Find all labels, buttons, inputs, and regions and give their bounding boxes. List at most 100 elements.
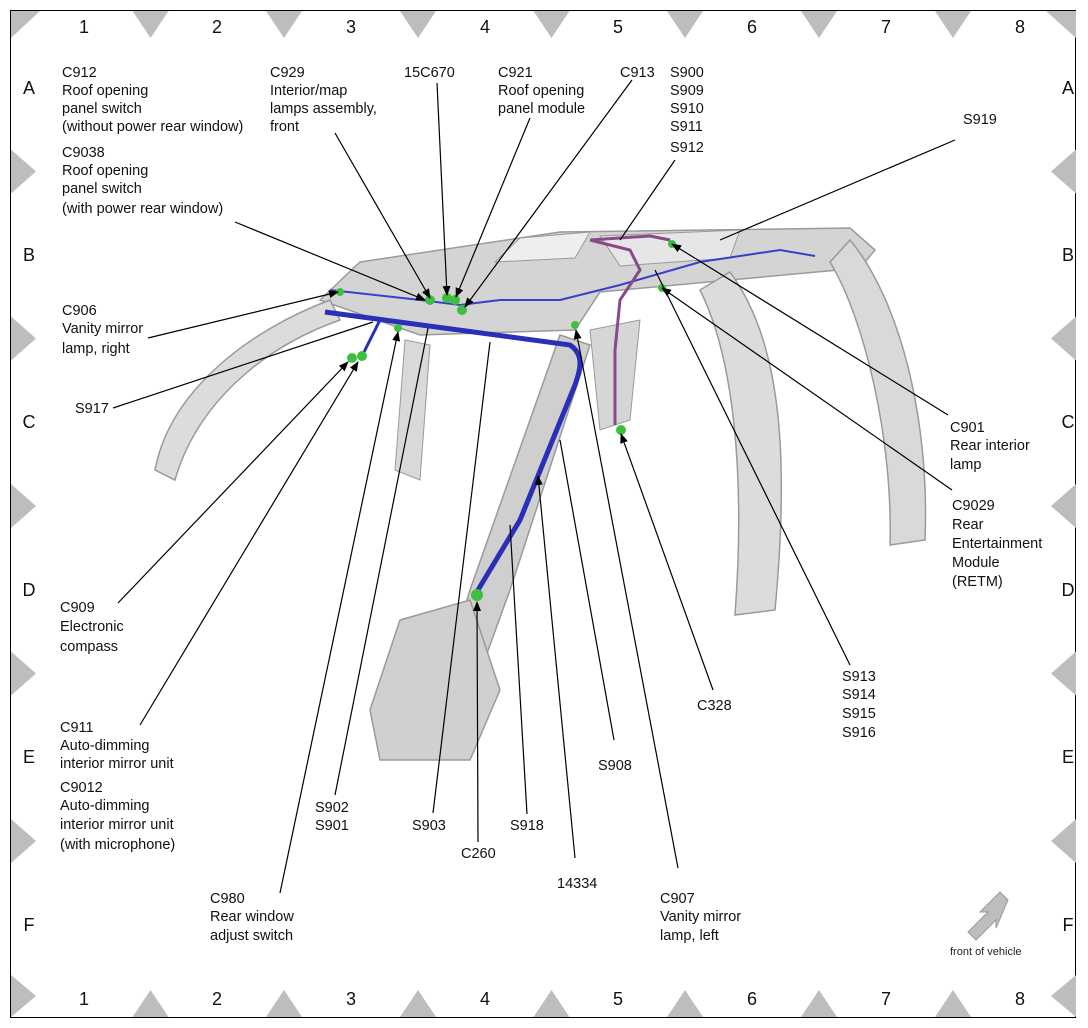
grid-tick-bottom xyxy=(400,990,436,1017)
svg-text:lamp, left: lamp, left xyxy=(660,928,719,944)
leader-c9029 xyxy=(661,287,953,491)
svg-text:Vanity mirror: Vanity mirror xyxy=(660,909,741,925)
svg-text:(RETM): (RETM) xyxy=(952,574,1003,590)
grid-tick-top xyxy=(266,11,302,38)
leader-c328 xyxy=(620,433,714,691)
label-c907: C907 Vanity mirror lamp, left xyxy=(660,891,741,944)
grid-tick-right xyxy=(1051,651,1076,696)
grid-col-top-2: 2 xyxy=(212,17,222,37)
rear-pillar-right xyxy=(829,238,927,546)
label-c901: C901 Rear interior lamp xyxy=(950,420,1030,473)
grid-tick-bottom xyxy=(266,990,302,1017)
label-s903: S903 xyxy=(412,818,446,834)
leader-c9038 xyxy=(234,221,426,301)
grid-tick-bottom xyxy=(132,990,169,1017)
sunroof-opening xyxy=(493,231,591,263)
grid-row-left-E: E xyxy=(23,747,35,767)
grid-row-left-C: C xyxy=(23,412,36,432)
harness-rear-cross xyxy=(589,234,671,242)
harness-main-front xyxy=(324,309,583,597)
svg-text:Rear: Rear xyxy=(952,517,984,533)
leader-s902 xyxy=(334,327,429,796)
label-c911: C911 Auto-dimming interior mirror unit xyxy=(60,720,174,772)
svg-text:C907: C907 xyxy=(660,891,695,907)
grid-row-right-A: A xyxy=(1062,78,1074,98)
grid-tick-top xyxy=(11,11,40,38)
front-of-vehicle-indicator: front of vehicle xyxy=(950,891,1022,958)
grid-tick-left xyxy=(11,149,36,194)
harness-rear xyxy=(589,238,642,425)
leader-c980 xyxy=(279,331,401,894)
label-c906: C906 Vanity mirror lamp, right xyxy=(62,303,143,357)
svg-text:S911: S911 xyxy=(670,119,703,135)
grid-tick-top xyxy=(533,11,570,38)
connector-c929 xyxy=(425,295,435,305)
svg-text:C913: C913 xyxy=(620,65,655,81)
leader-c901 xyxy=(671,243,949,416)
leader-c929 xyxy=(334,132,431,299)
label-s918: S918 xyxy=(510,818,544,834)
grid-tick-top xyxy=(132,11,169,38)
svg-text:(with power rear window): (with power rear window) xyxy=(62,201,223,217)
leader-c911 xyxy=(139,361,359,726)
front-arrow-icon xyxy=(967,891,1009,941)
grid-col-bottom-5: 5 xyxy=(613,989,623,1009)
grid-tick-right xyxy=(1051,484,1076,528)
grid-tick-bottom xyxy=(667,990,703,1017)
svg-text:S901: S901 xyxy=(315,818,349,834)
label-15c670: 15C670 xyxy=(404,65,455,81)
roof-panel xyxy=(318,227,877,336)
grid-tick-left xyxy=(11,316,36,361)
leader-14334 xyxy=(534,475,576,859)
connector-c328 xyxy=(616,425,626,435)
svg-text:S914: S914 xyxy=(842,687,876,703)
grid-col-bottom-3: 3 xyxy=(346,989,356,1009)
svg-text:C901: C901 xyxy=(950,420,985,436)
svg-text:S900: S900 xyxy=(670,65,704,81)
svg-text:S915: S915 xyxy=(842,706,876,722)
grid-row-left-B: B xyxy=(23,245,35,265)
svg-text:Auto-dimming: Auto-dimming xyxy=(60,738,149,754)
label-c913: C913 xyxy=(620,65,655,81)
svg-text:S919: S919 xyxy=(963,112,997,128)
leader-c260 xyxy=(473,601,482,843)
svg-text:Electronic: Electronic xyxy=(60,619,124,635)
grid-col-bottom-8: 8 xyxy=(1015,989,1025,1009)
svg-text:front: front xyxy=(270,119,299,135)
svg-text:C9029: C9029 xyxy=(952,498,995,514)
label-s900-group: S900 S909 S910 S911 S912 xyxy=(670,65,704,156)
svg-text:15C670: 15C670 xyxy=(404,65,455,81)
label-s908: S908 xyxy=(598,758,632,774)
grid-tick-top xyxy=(801,11,837,38)
grid-tick-right xyxy=(1051,149,1076,194)
svg-text:S913: S913 xyxy=(842,669,876,685)
grid-tick-right xyxy=(1051,316,1076,361)
grid-row-right-C: C xyxy=(1062,412,1075,432)
a-pillar-left xyxy=(154,299,342,482)
svg-text:S917: S917 xyxy=(75,401,109,417)
svg-text:Roof opening: Roof opening xyxy=(498,83,584,99)
grid-col-bottom-6: 6 xyxy=(747,989,757,1009)
grid-row-left-F: F xyxy=(24,915,35,935)
svg-text:S909: S909 xyxy=(670,83,704,99)
leader-lines xyxy=(112,79,956,894)
connector-c260 xyxy=(471,589,483,601)
grid-col-top-8: 8 xyxy=(1015,17,1025,37)
leader-s913 xyxy=(654,269,851,666)
svg-text:Rear window: Rear window xyxy=(210,909,294,925)
svg-text:Interior/map: Interior/map xyxy=(270,83,347,99)
grid-col-bottom-4: 4 xyxy=(480,989,490,1009)
grid-col-top-4: 4 xyxy=(480,17,490,37)
svg-text:S918: S918 xyxy=(510,818,544,834)
grid-col-top-5: 5 xyxy=(613,17,623,37)
grid-col-top-1: 1 xyxy=(79,17,89,37)
svg-text:panel switch: panel switch xyxy=(62,101,142,117)
grid-tick-top xyxy=(935,11,971,38)
svg-text:Module: Module xyxy=(952,555,1000,571)
svg-text:lamp: lamp xyxy=(950,457,981,473)
svg-text:S910: S910 xyxy=(670,101,704,117)
grid-tick-right xyxy=(1051,819,1076,863)
label-c980: C980 Rear window adjust switch xyxy=(210,891,294,944)
svg-text:Entertainment: Entertainment xyxy=(952,536,1042,552)
svg-text:Vanity mirror: Vanity mirror xyxy=(62,321,143,337)
